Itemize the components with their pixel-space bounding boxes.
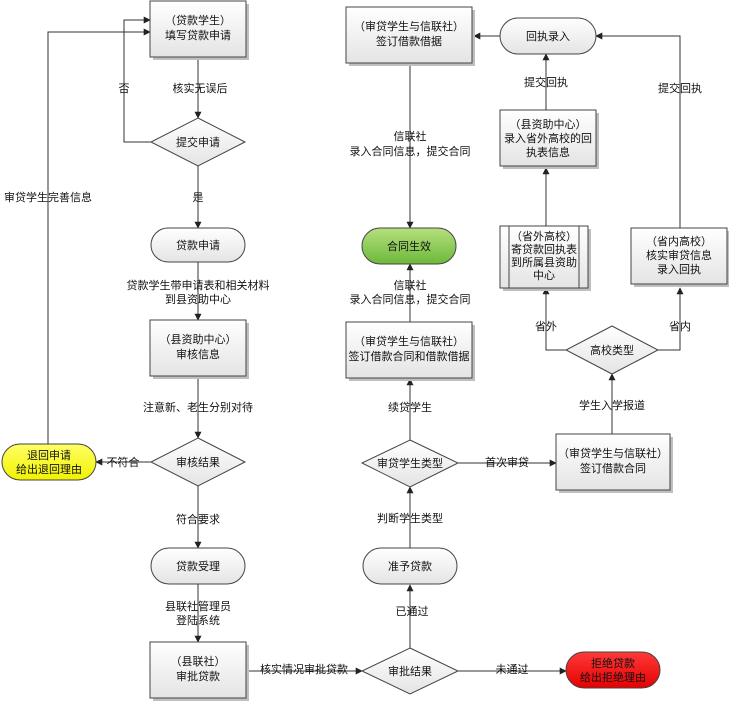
node-review-result: 审核结果	[149, 437, 247, 487]
label-meet: 符合要求	[176, 512, 220, 526]
label-first-loan: 首次审贷	[485, 455, 529, 469]
node-in-school-line1: （省内高校）	[646, 234, 712, 248]
node-county-receipt-line1: （县资助中心）	[510, 117, 587, 131]
node-apply-line1: （贷款学生）	[165, 13, 231, 27]
node-out-school: （省外高校） 寄贷款回执表 到所属县资助 中心	[499, 225, 591, 291]
node-county-review: （县资助中心） 审核信息	[149, 319, 249, 379]
node-reject: 拒绝贷款 给出拒绝理由	[565, 651, 661, 689]
label-submit-receipt-2: 提交回执	[658, 81, 702, 95]
node-out-school-line4: 中心	[533, 269, 555, 282]
label-submit-receipt-1: 提交回执	[524, 75, 568, 89]
node-continue-contract: （审贷学生与信联社） 签订借款合同和借款借据	[345, 321, 475, 381]
node-student-type-label: 审贷学生类型	[377, 456, 443, 470]
node-loan-apply: 贷款申请	[150, 227, 246, 263]
node-student-type: 审贷学生类型	[360, 439, 460, 488]
edge-school-out	[542, 287, 566, 351]
node-pre-loan-label: 准予贷款	[388, 559, 432, 573]
edges	[47, 16, 684, 675]
label-login-2: 登陆系统	[176, 613, 220, 627]
label-not-passed: 未通过	[496, 663, 529, 676]
label-login-1: 县联社管理员	[165, 599, 231, 613]
node-reject-line1: 拒绝贷款	[591, 656, 635, 670]
label-verified: 核实无误后	[173, 81, 228, 95]
edge-submit-no-loop	[123, 16, 152, 143]
node-apply-line2: 填写贷款申请	[165, 28, 231, 42]
node-reject-line2: 给出拒绝理由	[580, 670, 646, 684]
node-effective: 合同生效	[361, 227, 457, 265]
label-yes: 是	[193, 191, 204, 204]
node-top-contract: （审贷学生与信联社） 签订借款借据	[345, 6, 475, 66]
node-effective-label: 合同生效	[387, 239, 431, 253]
label-report: 学生入学报道	[579, 398, 645, 412]
node-county-receipt-line3: 执表信息	[526, 145, 570, 159]
node-in-school-line2: 核实审贷信息	[646, 248, 712, 262]
node-submit-label: 提交申请	[176, 135, 220, 149]
node-accept: 贷款受理	[150, 547, 246, 585]
label-in-prov: 省内	[669, 319, 691, 333]
label-out-prov: 省外	[535, 320, 557, 333]
node-submit: 提交申请	[149, 117, 247, 167]
label-enroll-mid-1: 信联社	[394, 278, 427, 292]
node-return-line1: 退回申请	[27, 449, 71, 462]
node-receipt-entry: 回执录入	[499, 17, 597, 55]
node-accept-label: 贷款受理	[176, 559, 220, 573]
label-no: 否	[119, 82, 130, 95]
node-pre-loan: 准予贷款	[362, 547, 458, 585]
node-first-contract: （审贷学生与信联社） 签订借款合同	[555, 433, 673, 493]
node-in-school-line3: 录入回执	[657, 262, 701, 276]
label-check-approve: 核实情况审批贷款	[260, 662, 348, 676]
node-in-school: （省内高校） 核实审贷信息 录入回执	[630, 227, 729, 287]
label-enroll-top-2: 录入合同信息，提交合同	[350, 144, 471, 158]
node-county-receipt: （县资助中心） 录入省外高校的回 执表信息	[499, 109, 599, 169]
node-school-type: 高校类型	[564, 325, 660, 375]
node-school-type-label: 高校类型	[590, 343, 634, 357]
edge-in-entry	[595, 32, 681, 228]
label-not-meet: 不符合	[107, 455, 140, 469]
node-loan-apply-label: 贷款申请	[176, 238, 220, 252]
node-first-contract-line2: 签订借款合同	[580, 461, 646, 475]
node-top-contract-line2: 签订借款借据	[376, 34, 442, 48]
node-apply: （贷款学生） 填写贷款申请	[149, 0, 249, 60]
label-judge-type: 判断学生类型	[377, 511, 443, 525]
node-county-coop-line2: 审批贷款	[176, 669, 220, 683]
node-first-contract-line1: （审贷学生与信联社）	[558, 446, 668, 460]
node-continue-contract-line2: 签订借款合同和借款借据	[349, 349, 470, 363]
label-materials-2: 到县资助中心	[165, 292, 231, 306]
node-county-review-line2: 审核信息	[176, 347, 220, 361]
node-county-coop: （县联社） 审批贷款	[149, 641, 249, 701]
label-treat: 注意新、老生分别对待	[143, 400, 253, 414]
label-continue-loan: 续贷学生	[388, 400, 432, 414]
node-out-school-line3: 到所属县资助	[511, 255, 577, 269]
node-return: 退回申请 给出退回理由	[1, 443, 97, 481]
node-out-school-line2: 寄贷款回执表	[511, 242, 577, 256]
node-review-result-label: 审核结果	[176, 455, 220, 469]
label-passed: 已通过	[396, 605, 429, 618]
edge-school-in	[658, 287, 684, 351]
label-enroll-mid-2: 录入合同信息，提交合同	[350, 292, 471, 306]
node-receipt-entry-label: 回执录入	[526, 29, 570, 43]
node-top-contract-line1: （审贷学生与信联社）	[354, 19, 464, 33]
node-approve-result: 审批结果	[360, 647, 460, 695]
node-approve-result-label: 审批结果	[388, 664, 432, 678]
edge-return-apply	[47, 28, 151, 444]
label-materials-1: 贷款学生带申请表和相关材料	[127, 278, 270, 292]
label-improve: 审贷学生完善信息	[4, 190, 92, 204]
edge-labels: 核实无误后 否 是 审贷学生完善信息 贷款学生带申请表和相关材料 到县资助中心 …	[4, 75, 702, 676]
node-county-receipt-line2: 录入省外高校的回	[504, 131, 592, 145]
label-enroll-top-1: 信联社	[394, 129, 427, 143]
node-return-line2: 给出退回理由	[16, 462, 82, 476]
node-continue-contract-line1: （审贷学生与信联社）	[354, 334, 464, 348]
node-out-school-line1: （省外高校）	[511, 229, 577, 243]
node-county-review-line1: （县资助中心）	[160, 332, 237, 346]
node-county-coop-line1: （县联社）	[171, 654, 226, 668]
